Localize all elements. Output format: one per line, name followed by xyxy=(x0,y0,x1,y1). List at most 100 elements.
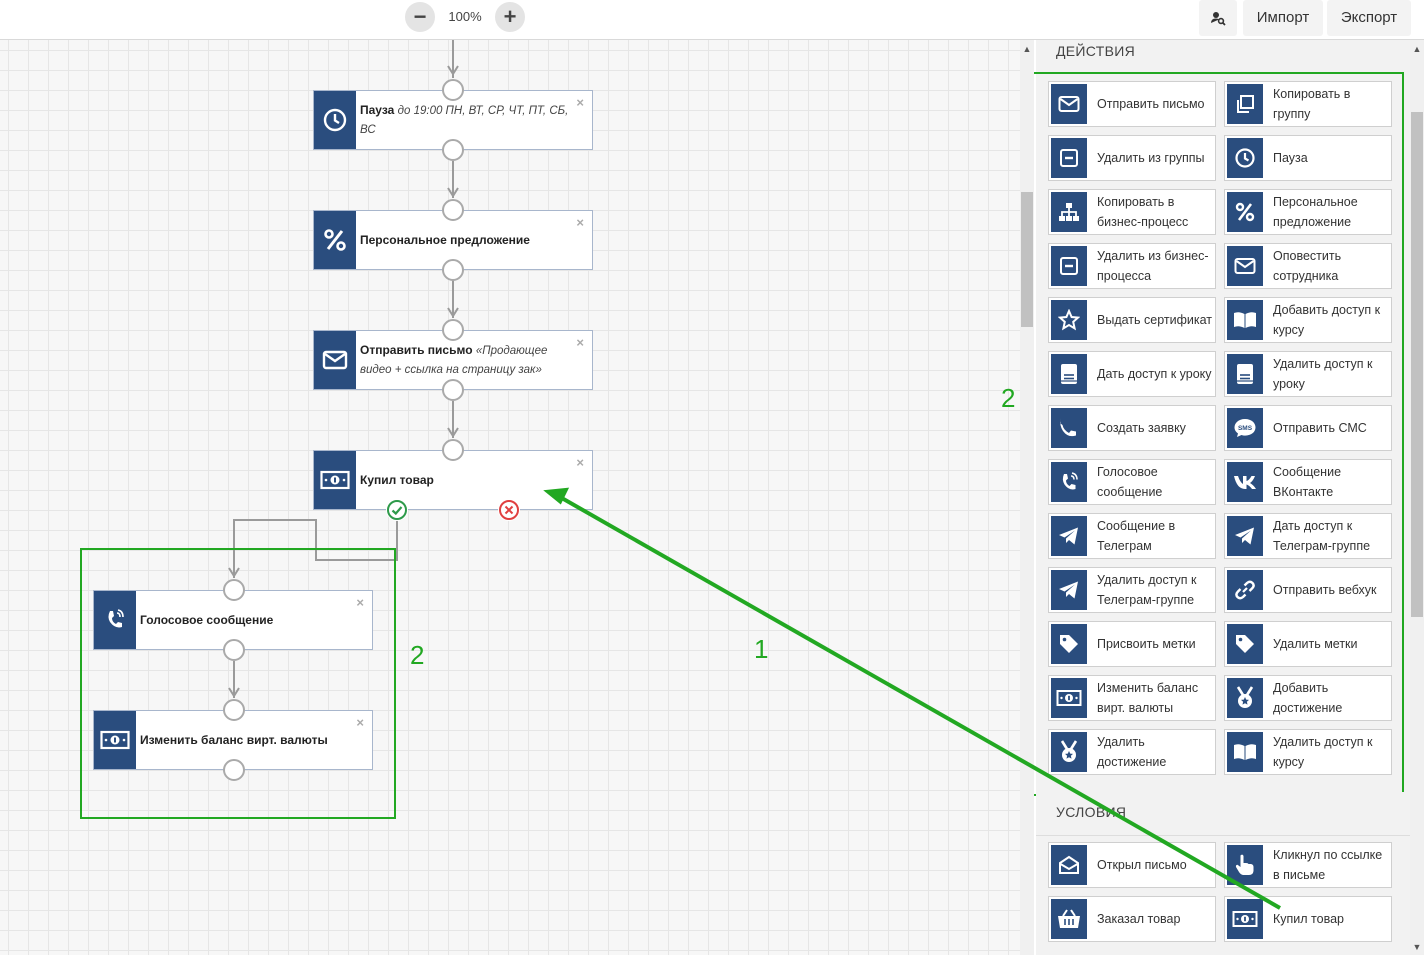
action-button-3[interactable]: Удалить из группы xyxy=(1048,135,1216,181)
action-button-label: Персональное предложение xyxy=(1273,195,1358,229)
action-button-1[interactable]: Отправить письмо xyxy=(1048,81,1216,127)
lesson-icon xyxy=(1227,354,1263,394)
node-input-port[interactable] xyxy=(223,699,245,721)
node-input-port[interactable] xyxy=(442,319,464,341)
action-button-9[interactable]: Выдать сертификат xyxy=(1048,297,1216,343)
scroll-up-arrow[interactable]: ▲ xyxy=(1022,44,1032,54)
action-button-10[interactable]: Добавить доступ к курсу xyxy=(1224,297,1392,343)
action-button-label: Создать заявку xyxy=(1097,421,1186,435)
node-input-port[interactable] xyxy=(223,579,245,601)
yes-port[interactable] xyxy=(386,499,408,521)
node-text: Персональное предложение xyxy=(360,211,578,269)
condition-button-2[interactable]: Кликнул по ссылке в письме xyxy=(1224,842,1392,888)
action-button-6[interactable]: Персональное предложение xyxy=(1224,189,1392,235)
canvas-scrollbar[interactable]: ▲ xyxy=(1020,40,1034,955)
action-button-label: Копировать в группу xyxy=(1273,87,1351,121)
money-icon xyxy=(314,451,356,509)
node-text: Изменить баланс вирт. валюты xyxy=(140,711,358,769)
lesson-icon xyxy=(1051,354,1087,394)
action-button-label: Дать доступ к уроку xyxy=(1097,367,1212,381)
node-title: Персональное предложение xyxy=(360,233,530,247)
close-icon[interactable]: × xyxy=(576,215,584,230)
book-icon xyxy=(1227,300,1263,340)
actions-section-title: ДЕЙСТВИЯ xyxy=(1056,43,1135,59)
action-button-7[interactable]: Удалить из бизнес-процесса xyxy=(1048,243,1216,289)
condition-button-label: Открыл письмо xyxy=(1097,858,1187,872)
clock-icon xyxy=(1227,138,1263,178)
phone-voice-icon xyxy=(94,591,136,649)
action-button-label: Копировать в бизнес-процесс xyxy=(1097,195,1189,229)
action-button-5[interactable]: Копировать в бизнес-процесс xyxy=(1048,189,1216,235)
pointer-icon xyxy=(1227,845,1263,885)
node-title: Голосовое сообщение xyxy=(140,613,274,627)
action-button-label: Отправить СМС xyxy=(1273,421,1367,435)
panel-scrollbar[interactable]: ▲ ▼ xyxy=(1410,40,1424,955)
condition-button-4[interactable]: Купил товар xyxy=(1224,896,1392,942)
connector-lines xyxy=(228,40,459,698)
action-button-label: Удалить из группы xyxy=(1097,151,1205,165)
action-button-13[interactable]: Создать заявку xyxy=(1048,405,1216,451)
x-circle-icon xyxy=(499,500,519,520)
close-icon[interactable]: × xyxy=(356,595,364,610)
action-button-label: Удалить из бизнес-процесса xyxy=(1097,249,1209,283)
no-port[interactable] xyxy=(498,499,520,521)
copy-icon xyxy=(1227,84,1263,124)
node-output-port[interactable] xyxy=(442,139,464,161)
scroll-thumb[interactable] xyxy=(1021,192,1033,327)
condition-button-label: Заказал товар xyxy=(1097,912,1181,926)
action-button-15[interactable]: Голосовое сообщение xyxy=(1048,459,1216,505)
action-button-11[interactable]: Дать доступ к уроку xyxy=(1048,351,1216,397)
action-button-label: Добавить доступ к курсу xyxy=(1273,303,1381,337)
envelope-icon xyxy=(1227,246,1263,286)
scroll-down-arrow[interactable]: ▼ xyxy=(1412,942,1422,952)
sitemap-icon xyxy=(1051,192,1087,232)
export-button[interactable]: Экспорт xyxy=(1327,0,1411,36)
node-detail: «Продающее видео + ссылка на страницу за… xyxy=(360,345,548,376)
node-input-port[interactable] xyxy=(442,439,464,461)
action-button-2[interactable]: Копировать в группу xyxy=(1224,81,1392,127)
conditions-section-title: УСЛОВИЯ xyxy=(1056,804,1127,820)
action-button-label: Отправить письмо xyxy=(1097,97,1205,111)
close-icon[interactable]: × xyxy=(356,715,364,730)
node-title: Купил товар xyxy=(360,473,434,487)
import-button[interactable]: Импорт xyxy=(1243,0,1323,36)
condition-button-1[interactable]: Открыл письмо xyxy=(1048,842,1216,888)
zoom-in-button[interactable]: + xyxy=(495,2,525,32)
action-button-label: Отправить вебхук xyxy=(1273,583,1377,597)
workflow-canvas[interactable]: Пауза до 19:00 ПН, ВТ, СР, ЧТ, ПТ, СБ, В… xyxy=(0,40,1020,955)
node-output-port[interactable] xyxy=(442,379,464,401)
action-button-12[interactable]: Удалить доступ к уроку xyxy=(1224,351,1392,397)
action-button-label: Пауза xyxy=(1273,151,1308,165)
action-button-label: Удалить метки xyxy=(1273,637,1358,651)
node-input-port[interactable] xyxy=(442,79,464,101)
annotation-label-2: 2 xyxy=(1001,383,1016,413)
action-button-8[interactable]: Оповестить сотрудника xyxy=(1224,243,1392,289)
node-output-port[interactable] xyxy=(223,759,245,781)
node-output-port[interactable] xyxy=(223,639,245,661)
scroll-thumb[interactable] xyxy=(1411,112,1423,617)
condition-button-3[interactable]: Заказал товар xyxy=(1048,896,1216,942)
action-button-label: Дать доступ к Телеграм-группе xyxy=(1273,519,1371,553)
scroll-up-arrow[interactable]: ▲ xyxy=(1412,44,1422,54)
close-icon[interactable]: × xyxy=(576,335,584,350)
envelope-open-icon xyxy=(1051,845,1087,885)
condition-button-label: Кликнул по ссылке в письме xyxy=(1273,848,1383,882)
annotation-label-1: 1 xyxy=(754,634,769,664)
node-input-port[interactable] xyxy=(442,199,464,221)
close-icon[interactable]: × xyxy=(576,455,584,470)
envelope-icon xyxy=(314,331,356,389)
action-button-label: Удалить доступ к уроку xyxy=(1273,357,1373,391)
node-text: Купил товар xyxy=(360,451,578,509)
action-button-label: Выдать сертификат xyxy=(1097,313,1213,327)
node-text: Пауза до 19:00 ПН, ВТ, СР, ЧТ, ПТ, СБ, В… xyxy=(360,91,578,149)
percent-icon xyxy=(314,211,356,269)
user-search-button[interactable] xyxy=(1199,0,1237,36)
action-button-4[interactable]: Пауза xyxy=(1224,135,1392,181)
money-icon xyxy=(94,711,136,769)
close-icon[interactable]: × xyxy=(576,95,584,110)
action-button-label: Добавить достижение xyxy=(1273,681,1343,715)
zoom-out-button[interactable]: − xyxy=(405,2,435,32)
node-title: Изменить баланс вирт. валюты xyxy=(140,733,328,747)
node-output-port[interactable] xyxy=(442,259,464,281)
